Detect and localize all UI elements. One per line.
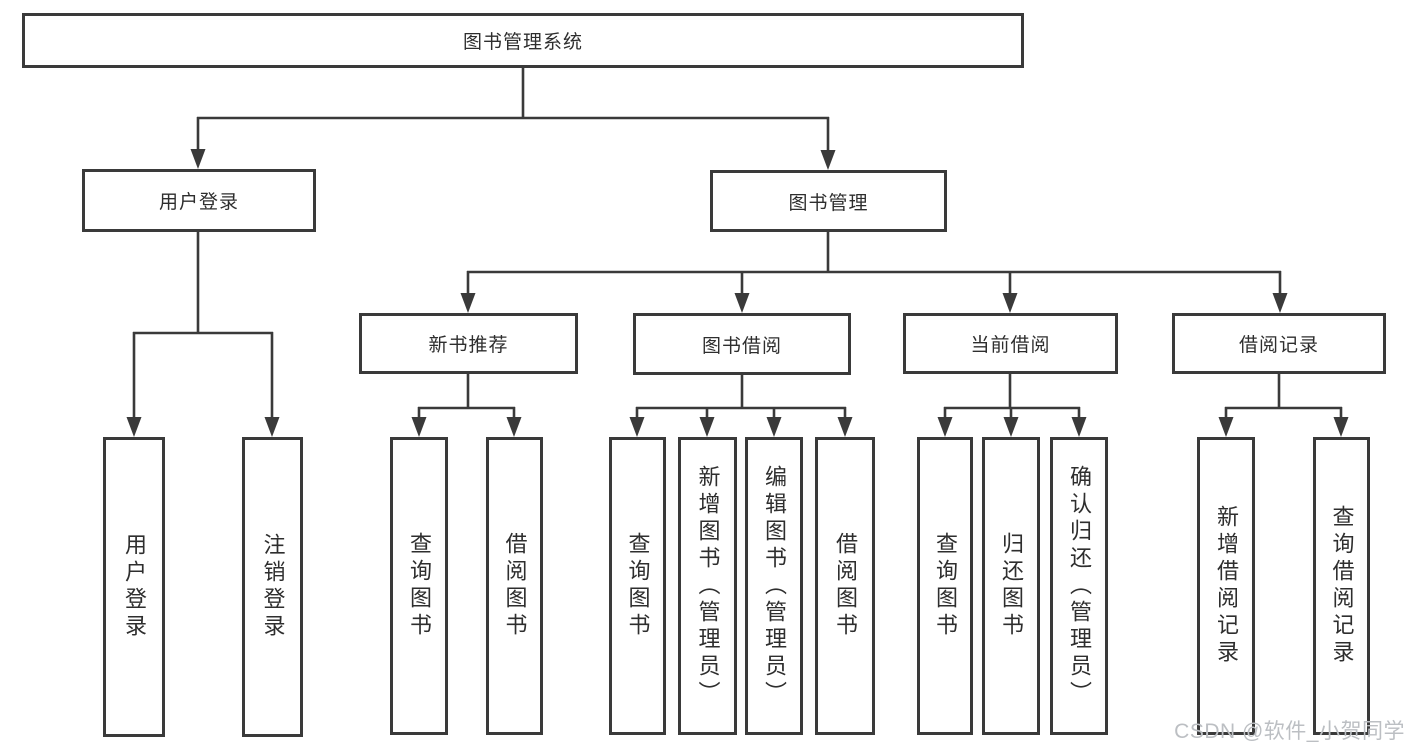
node-new-book-recommend-label: 新书推荐 xyxy=(428,335,509,356)
leaf-add-books-admin-label: 新增图书（管理员） xyxy=(695,464,721,708)
leaf-confirm-return-admin: 确认归还（管理员） xyxy=(1050,437,1108,735)
leaf-return-books: 归还图书 xyxy=(982,437,1040,735)
leaf-borrow-books-label: 借阅图书 xyxy=(833,532,858,640)
leaf-edit-books-admin: 编辑图书（管理员） xyxy=(745,437,803,735)
node-book-borrowing: 图书借阅 xyxy=(633,313,851,375)
leaf-user-login: 用户登录 xyxy=(103,437,165,737)
node-borrowing-records: 借阅记录 xyxy=(1172,313,1386,374)
leaf-current-query-books: 查询图书 xyxy=(917,437,973,735)
node-book-borrowing-label: 图书借阅 xyxy=(701,335,782,357)
node-user-login-label: 用户登录 xyxy=(158,192,239,213)
node-user-login: 用户登录 xyxy=(82,169,316,232)
leaf-confirm-return-admin-label: 确认归还（管理员） xyxy=(1067,464,1092,708)
leaf-recommend-query-books: 查询图书 xyxy=(390,437,448,735)
leaf-logout: 注销登录 xyxy=(242,437,303,737)
node-current-borrowing: 当前借阅 xyxy=(903,313,1118,374)
node-borrowing-records-label: 借阅记录 xyxy=(1238,335,1319,356)
leaf-recommend-borrow-books-label: 借阅图书 xyxy=(502,532,528,640)
leaf-current-query-books-label: 查询图书 xyxy=(933,532,958,640)
arrowheads xyxy=(126,149,1349,437)
node-book-management: 图书管理 xyxy=(710,170,947,232)
leaf-add-borrow-record-label: 新增借阅记录 xyxy=(1214,505,1239,667)
leaf-query-borrow-record-label: 查询借阅记录 xyxy=(1329,505,1355,667)
leaf-add-borrow-record: 新增借阅记录 xyxy=(1197,437,1255,735)
leaf-borrowing-query-books: 查询图书 xyxy=(609,437,666,735)
leaf-recommend-borrow-books: 借阅图书 xyxy=(486,437,543,735)
leaf-logout-label: 注销登录 xyxy=(260,533,286,641)
leaf-query-borrow-record: 查询借阅记录 xyxy=(1313,437,1370,735)
leaf-add-books-admin: 新增图书（管理员） xyxy=(678,437,737,735)
leaf-borrow-books: 借阅图书 xyxy=(815,437,875,735)
node-root-label: 图书管理系统 xyxy=(462,32,583,53)
node-book-management-label: 图书管理 xyxy=(788,192,869,214)
node-new-book-recommend: 新书推荐 xyxy=(359,313,578,374)
csdn-watermark: CSDN @软件_小贺同学 xyxy=(1174,720,1405,743)
node-current-borrowing-label: 当前借阅 xyxy=(970,335,1051,356)
leaf-recommend-query-books-label: 查询图书 xyxy=(407,532,432,640)
leaf-edit-books-admin-label: 编辑图书（管理员） xyxy=(762,464,787,708)
leaf-borrowing-query-books-label: 查询图书 xyxy=(625,532,651,640)
leaf-user-login-label: 用户登录 xyxy=(122,533,147,641)
node-root: 图书管理系统 xyxy=(22,13,1024,68)
leaf-return-books-label: 归还图书 xyxy=(999,532,1024,640)
